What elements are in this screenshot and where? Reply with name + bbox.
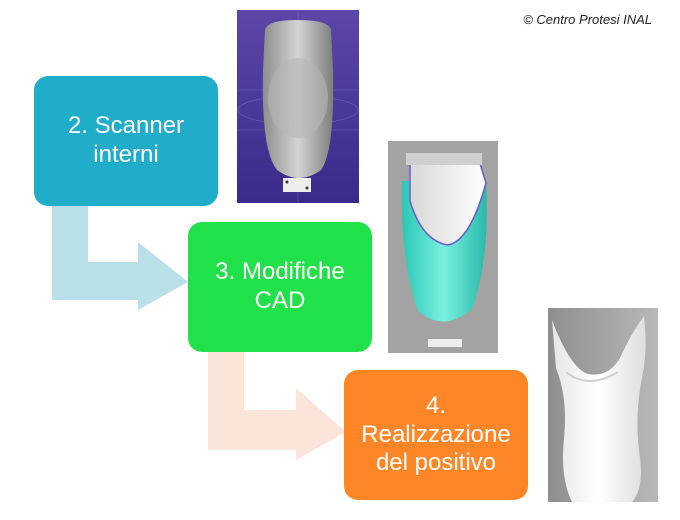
positive-mold-icon bbox=[548, 308, 658, 502]
step-scanner-box: 2. Scanner interni bbox=[34, 76, 218, 206]
step-cad-label: 3. Modifiche CAD bbox=[215, 258, 345, 314]
step-scanner-label: 2. Scanner interni bbox=[67, 112, 185, 168]
step-positive-box: 4. Realizzazione del positivo bbox=[344, 370, 528, 500]
step-positive-label: 4. Realizzazione del positivo bbox=[361, 391, 511, 477]
flow-arrow-2 bbox=[208, 352, 346, 460]
scan-socket-icon bbox=[237, 10, 359, 203]
flow-arrow-2-shape bbox=[208, 352, 346, 460]
copyright-credit: © Centro Protesi INAL bbox=[523, 12, 652, 27]
flow-arrow-1-shape bbox=[52, 204, 188, 310]
cad-model-icon bbox=[388, 141, 498, 353]
flow-arrow-1 bbox=[52, 204, 188, 310]
step-cad-box: 3. Modifiche CAD bbox=[188, 222, 372, 352]
